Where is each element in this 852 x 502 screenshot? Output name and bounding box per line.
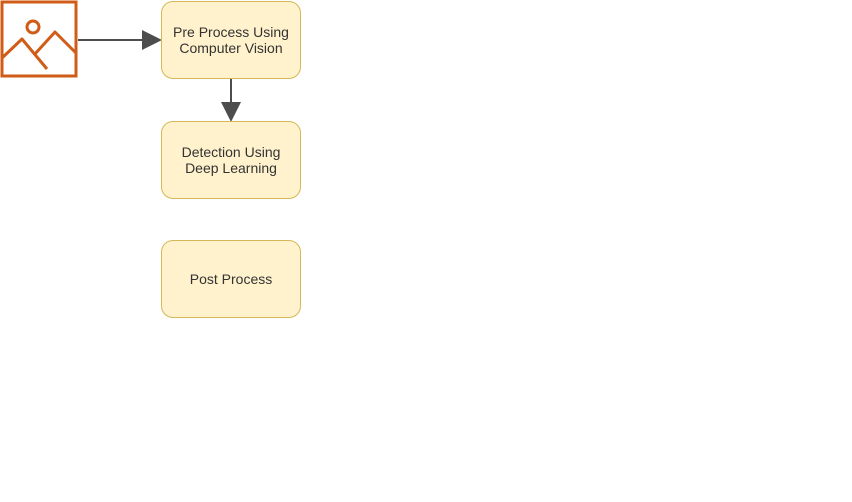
image-icon (0, 0, 78, 78)
node-post-process: Post Process (161, 240, 301, 318)
node-pre-process: Pre Process Using Computer Vision (161, 1, 301, 79)
node-detection: Detection Using Deep Learning (161, 121, 301, 199)
